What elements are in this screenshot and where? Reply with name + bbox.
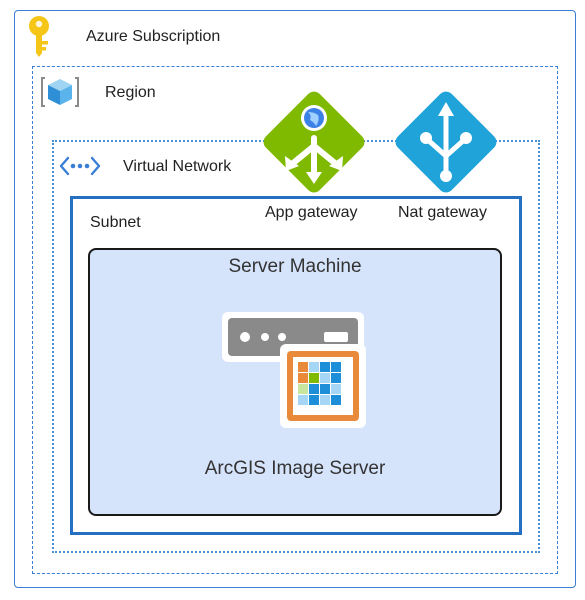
app-gateway-label: App gateway: [265, 204, 358, 221]
region-label: Region: [105, 84, 156, 101]
subnet-label: Subnet: [90, 214, 141, 231]
nat-gateway-label: Nat gateway: [398, 204, 487, 221]
region-container: [32, 66, 558, 574]
azure-subscription-container: [14, 10, 576, 588]
region-cube-icon: [41, 77, 79, 107]
app-gateway-icon: [263, 91, 365, 193]
server-machine-title: Server Machine: [228, 256, 362, 277]
virtual-network-label: Virtual Network: [123, 158, 232, 175]
azure-subscription-label: Azure Subscription: [86, 28, 221, 45]
arcgis-image-server-label: ArcGIS Image Server: [204, 458, 386, 479]
subnet-container: [70, 196, 522, 535]
key-icon: [29, 16, 49, 57]
arcgis-image-server-icon: [280, 344, 366, 428]
nat-gateway-icon: [395, 91, 497, 193]
vnet-icon: [59, 156, 101, 176]
